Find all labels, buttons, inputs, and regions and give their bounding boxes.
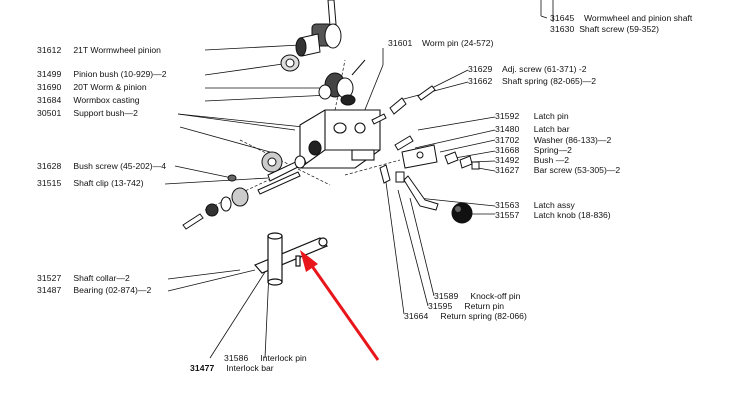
worm-and-pinion [318,59,370,123]
latch-knob [451,202,473,224]
label-31499: 31499 Pinion bush (10-929)—2 [37,69,167,79]
label-31664: 31664 Return spring (82-066) [404,311,527,321]
adjustment-screws [371,85,436,125]
label-31492: 31492 Bush —2 [495,155,570,165]
label-31487: 31487 Bearing (02-874)—2 [37,285,152,295]
label-31627: 31627 Bar screw (53-305)—2 [495,165,621,175]
label-31589: 31589 Knock-off pin [434,291,521,301]
label-31702: 31702 Washer (86-133)—2 [495,135,612,145]
label-31662: 31662 Shaft spring (82-065)—2 [468,76,597,86]
wormwheel-pinion-shaft [280,0,342,72]
label-31601: 31601 Worm pin (24-572) [388,38,494,48]
label-31629: 31629 Adj. screw (61-371) -2 [468,64,587,74]
label-31527: 31527 Shaft collar—2 [37,273,130,283]
wormbox-casting [299,109,381,169]
latch-parts [379,135,480,211]
label-31563: 31563 Latch assy [495,200,575,210]
interlock-bar [253,232,329,286]
label-31645: 31645 Wormwheel and pinion shaft [550,13,693,23]
support-bush-assembly [182,151,307,230]
label-31592: 31592 Latch pin [495,111,569,121]
label-31630: 31630 Shaft screw (59-352) [550,24,659,34]
label-31480: 31480 Latch bar [495,124,570,134]
label-31612: 31612 21T Wormwheel pinion [37,45,161,55]
label-31690: 31690 20T Worm & pinion [37,82,147,92]
label-31595: 31595 Return pin [428,301,505,311]
red-pointer-arrow [300,250,380,361]
label-31515: 31515 Shaft clip (13-742) [37,178,144,188]
label-31684: 31684 Wormbox casting [37,95,140,105]
label-30501: 30501 Support bush—2 [37,108,138,118]
label-31477: 31477 Interlock bar [190,363,274,373]
knob-highlight [455,206,461,212]
label-31668: 31668 Spring—2 [495,145,572,155]
label-31586: 31586 Interlock pin [224,353,307,363]
label-31557: 31557 Latch knob (18-836) [495,210,611,220]
label-31628: 31628 Bush screw (45-202)—4 [37,161,167,171]
